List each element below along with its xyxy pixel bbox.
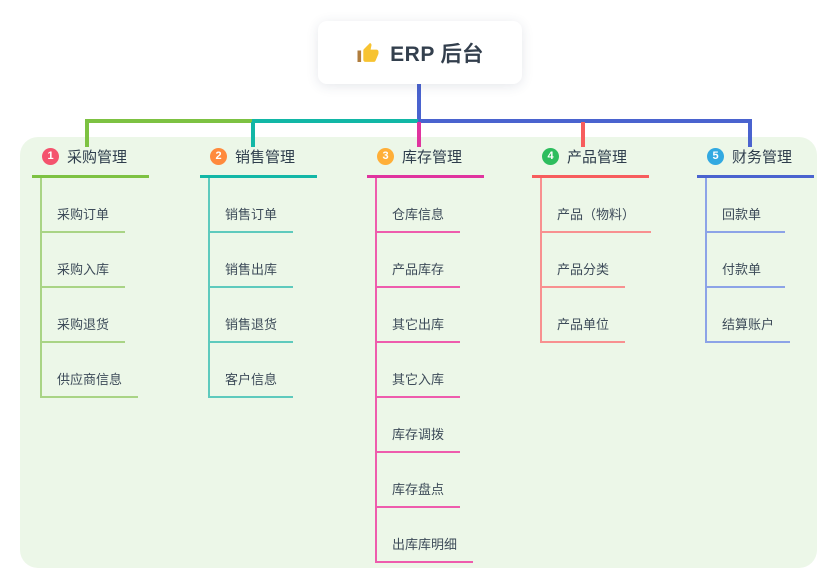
branch-number-badge: 3 [377,148,394,165]
child-node-label: 其它入库 [392,372,445,387]
branch-3: 3 库存管理仓库信息产品库存其它出库其它入库库存调拨库存盘点出库库明细 [367,146,484,563]
branch-title-label: 产品管理 [567,149,628,166]
child-node-label: 供应商信息 [57,372,123,387]
child-node[interactable]: 采购订单 [42,178,126,233]
child-node[interactable]: 采购入库 [42,233,126,288]
child-node[interactable]: 客户信息 [210,343,294,398]
child-node-label: 销售订单 [225,207,278,222]
branch-title-node[interactable]: 3 库存管理 [367,146,484,178]
branch-title-label: 库存管理 [402,149,463,166]
child-node[interactable]: 其它出库 [377,288,461,343]
child-node[interactable]: 出库库明细 [377,508,474,563]
child-node-label: 库存盘点 [392,482,445,497]
branch-children: 仓库信息产品库存其它出库其它入库库存调拨库存盘点出库库明细 [375,178,474,563]
child-node-label: 仓库信息 [392,207,445,222]
branch-children: 产品（物料） 产品分类产品单位 [540,178,652,343]
child-node[interactable]: 产品库存 [377,233,461,288]
child-node[interactable]: 仓库信息 [377,178,461,233]
child-node-label: 销售出库 [225,262,278,277]
branch-number-badge: 2 [210,148,227,165]
child-node[interactable]: 结算账户 [707,288,791,343]
branch-title-node[interactable]: 2 销售管理 [200,146,317,178]
branch-5: 5 财务管理回款单付款单结算账户 [697,146,814,343]
branch-children: 采购订单采购入库采购退货供应商信息 [40,178,139,398]
branch-title-node[interactable]: 5 财务管理 [697,146,814,178]
branch-title-label: 采购管理 [67,149,128,166]
child-node-label: 产品分类 [557,262,610,277]
child-node-label: 付款单 [722,262,762,277]
child-node[interactable]: 产品分类 [542,233,626,288]
branch-title-label: 财务管理 [732,149,793,166]
branch-title-node[interactable]: 1 采购管理 [32,146,149,178]
branch-number-badge: 4 [542,148,559,165]
child-node[interactable]: 销售退货 [210,288,294,343]
branch-drop-line [85,122,89,147]
branch-number-badge: 5 [707,148,724,165]
root-node[interactable]: ERP 后台 [318,21,522,84]
child-node[interactable]: 供应商信息 [42,343,139,398]
child-node[interactable]: 销售出库 [210,233,294,288]
child-node[interactable]: 库存盘点 [377,453,461,508]
child-node-label: 采购入库 [57,262,110,277]
thumbs-up-icon [356,41,380,65]
branch-title-node[interactable]: 4 产品管理 [532,146,649,178]
child-node[interactable]: 其它入库 [377,343,461,398]
child-node-label: 出库库明细 [392,537,458,552]
child-node[interactable]: 销售订单 [210,178,294,233]
child-node-label: 其它出库 [392,317,445,332]
child-node-label: 产品库存 [392,262,445,277]
rail-segment [252,119,418,123]
root-connector-line [417,84,421,120]
child-node-label: 客户信息 [225,372,278,387]
root-node-label: ERP 后台 [390,42,484,66]
rail-segment [85,119,252,123]
branch-children: 销售订单销售出库销售退货客户信息 [208,178,294,398]
child-node[interactable]: 回款单 [707,178,785,233]
child-node[interactable]: 付款单 [707,233,785,288]
branch-4: 4 产品管理产品（物料） 产品分类产品单位 [532,146,652,343]
child-node[interactable]: 库存调拨 [377,398,461,453]
child-node-label: 采购订单 [57,207,110,222]
branch-drop-line [417,122,421,147]
branches-background-panel [20,137,817,568]
child-node-label: 产品（物料） [557,207,636,222]
branch-children: 回款单付款单结算账户 [705,178,791,343]
child-node[interactable]: 采购退货 [42,288,126,343]
branch-number-badge: 1 [42,148,59,165]
rail-segment [418,119,752,123]
child-node-label: 产品单位 [557,317,610,332]
branch-title-label: 销售管理 [235,149,296,166]
child-node[interactable]: 产品单位 [542,288,626,343]
branch-drop-line [748,122,752,147]
child-node[interactable]: 产品（物料） [542,178,652,233]
child-node-label: 回款单 [722,207,762,222]
child-node-label: 采购退货 [57,317,110,332]
branch-drop-line [581,122,585,147]
branch-2: 2 销售管理销售订单销售出库销售退货客户信息 [200,146,317,398]
branch-1: 1 采购管理采购订单采购入库采购退货供应商信息 [32,146,149,398]
child-node-label: 库存调拨 [392,427,445,442]
branch-drop-line [251,122,255,147]
child-node-label: 销售退货 [225,317,278,332]
child-node-label: 结算账户 [722,317,775,332]
